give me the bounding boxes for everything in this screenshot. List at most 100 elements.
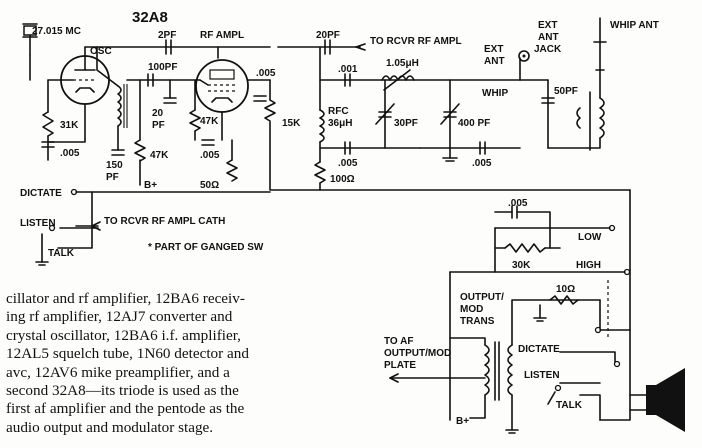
arrow-to-af — [389, 373, 399, 383]
label-47k-b: 47K — [200, 116, 219, 127]
label-low: LOW — [578, 232, 602, 243]
caption-line: 12AL5 squelch tube, 1N60 detector and — [6, 345, 249, 363]
label-150pf-2: PF — [106, 172, 119, 183]
label-whip: WHIP — [482, 88, 508, 99]
cap-400pf — [440, 103, 460, 125]
label-to-af-2: OUTPUT/MOD — [384, 348, 451, 359]
ground-left — [35, 261, 49, 266]
label-bplus-2: B+ — [456, 416, 469, 427]
cap-005-right — [479, 141, 486, 155]
whip-antenna — [593, 17, 607, 71]
caption-text: cillator and rf amplifier, 12BA6 receiv-… — [6, 290, 372, 437]
label-to-af-3: PLATE — [384, 360, 416, 371]
label-20pf-b1: 20 — [152, 108, 164, 119]
label-output-mod-3: TRANS — [460, 316, 495, 327]
label-47k-a: 47K — [150, 150, 169, 161]
wire-spk-leads — [629, 394, 647, 411]
cap-005-mid — [201, 139, 215, 146]
wire-to-mod — [269, 121, 631, 191]
caption-line: audio output and modulator stage. — [6, 418, 214, 436]
label-ext-ant-2: ANT — [484, 56, 505, 67]
arrow-to-rcvr — [355, 43, 366, 51]
label-150pf-1: 150 — [106, 160, 123, 171]
label-30k: 30K — [512, 260, 531, 271]
label-output-mod-2: MOD — [460, 304, 483, 315]
label-crystal-freq: 27.015 MC — [32, 26, 81, 37]
cap-20pf-mid — [163, 97, 177, 104]
wire-coil-bot — [589, 137, 601, 149]
label-005-c: .005 — [200, 150, 220, 161]
label-dictate-2: DICTATE — [518, 344, 560, 355]
caption-line: crystal oscillator, 12BA6 i.f. amplifier… — [6, 326, 241, 344]
label-ext-ant-1: EXT — [484, 44, 503, 55]
wire-dictate-2 — [559, 351, 616, 363]
output-mod-transformer — [484, 341, 513, 401]
caption-line: ing rf amplifier, 12AJ7 converter and — [6, 308, 233, 326]
resistor-31k — [42, 111, 54, 137]
caption-line: second 32A8—its triode is used as the — [6, 382, 239, 400]
caption-line: cillator and rf amplifier, 12BA6 receiv- — [6, 290, 245, 307]
label-osc: OSC — [90, 46, 112, 57]
label-50ohm: 50Ω — [200, 180, 219, 191]
cap-005-bypass — [344, 141, 351, 155]
cap-001 — [344, 73, 351, 87]
label-100ohm: 100Ω — [330, 174, 355, 185]
crystal — [22, 23, 38, 56]
resistor-100ohm — [314, 161, 326, 184]
label-high: HIGH — [576, 260, 601, 271]
label-bplus-1: B+ — [144, 180, 157, 191]
cap-20pf-top — [324, 39, 331, 55]
label-20pf: 20PF — [316, 30, 340, 41]
label-001: .001 — [338, 64, 358, 75]
wire-rf-grid — [199, 79, 209, 86]
inductor-105uh — [381, 69, 415, 91]
tube-label-32a8: 32A8 — [132, 9, 168, 26]
label-talk: TALK — [48, 248, 75, 259]
label-ext-jack-2: ANT — [538, 32, 559, 43]
wire-trans-top — [449, 337, 486, 346]
label-ext-jack-3: JACK — [534, 44, 562, 55]
cap-50pf — [541, 97, 555, 104]
label-005-b: .005 — [60, 148, 80, 159]
label-ganged-sw: * PART OF GANGED SW — [148, 242, 264, 253]
wire-listen-to-spk — [579, 394, 601, 421]
label-15k: 15K — [282, 118, 301, 129]
label-105uh: 1.05μH — [386, 58, 419, 69]
label-005-d: .005 — [338, 158, 358, 169]
cap-005-mod — [494, 205, 551, 249]
loading-coil — [576, 91, 605, 151]
label-2pf: 2PF — [158, 30, 176, 41]
label-to-af-1: TO AF — [384, 336, 413, 347]
resistor-47k-left — [134, 139, 146, 162]
resistor-47k-right — [189, 109, 201, 132]
label-listen: LISTEN — [20, 218, 56, 229]
label-20pf-b2: PF — [152, 120, 165, 131]
label-100pf: 100PF — [148, 62, 177, 73]
label-rf-ampl: RF AMPL — [200, 30, 244, 41]
ground-10ohm — [533, 317, 547, 322]
label-listen-2: LISTEN — [524, 370, 560, 381]
label-10ohm: 10Ω — [556, 284, 575, 295]
cap-005-rf — [253, 95, 267, 102]
resistor-10ohm — [549, 295, 579, 305]
wire-switch-link — [599, 269, 631, 331]
resistor-15k — [264, 99, 276, 122]
cap-30pf — [375, 103, 395, 125]
label-400pf: 400 PF — [458, 118, 490, 129]
rfc-36uh — [319, 109, 325, 143]
label-ext-jack-1: EXT — [538, 20, 557, 31]
cap-150pf — [111, 149, 125, 156]
label-005-f: .005 — [508, 198, 528, 209]
label-005-a: .005 — [256, 68, 276, 79]
label-50pf: 50PF — [554, 86, 578, 97]
wire-osc-to-coil — [96, 46, 119, 87]
caption-line: first af amplifier and the pentode as th… — [6, 400, 245, 418]
label-to-rcvr-rf: TO RCVR RF AMPL — [370, 36, 462, 47]
wire-trans-bplus — [469, 394, 486, 419]
speaker — [646, 368, 685, 432]
wire-sec-top — [511, 299, 601, 346]
caption-line: avc, 12AV6 mike preamplifier, and a — [6, 363, 230, 381]
ext-ant-jack — [518, 50, 530, 62]
label-to-rcvr-cath: TO RCVR RF AMPL CATH — [104, 216, 225, 227]
